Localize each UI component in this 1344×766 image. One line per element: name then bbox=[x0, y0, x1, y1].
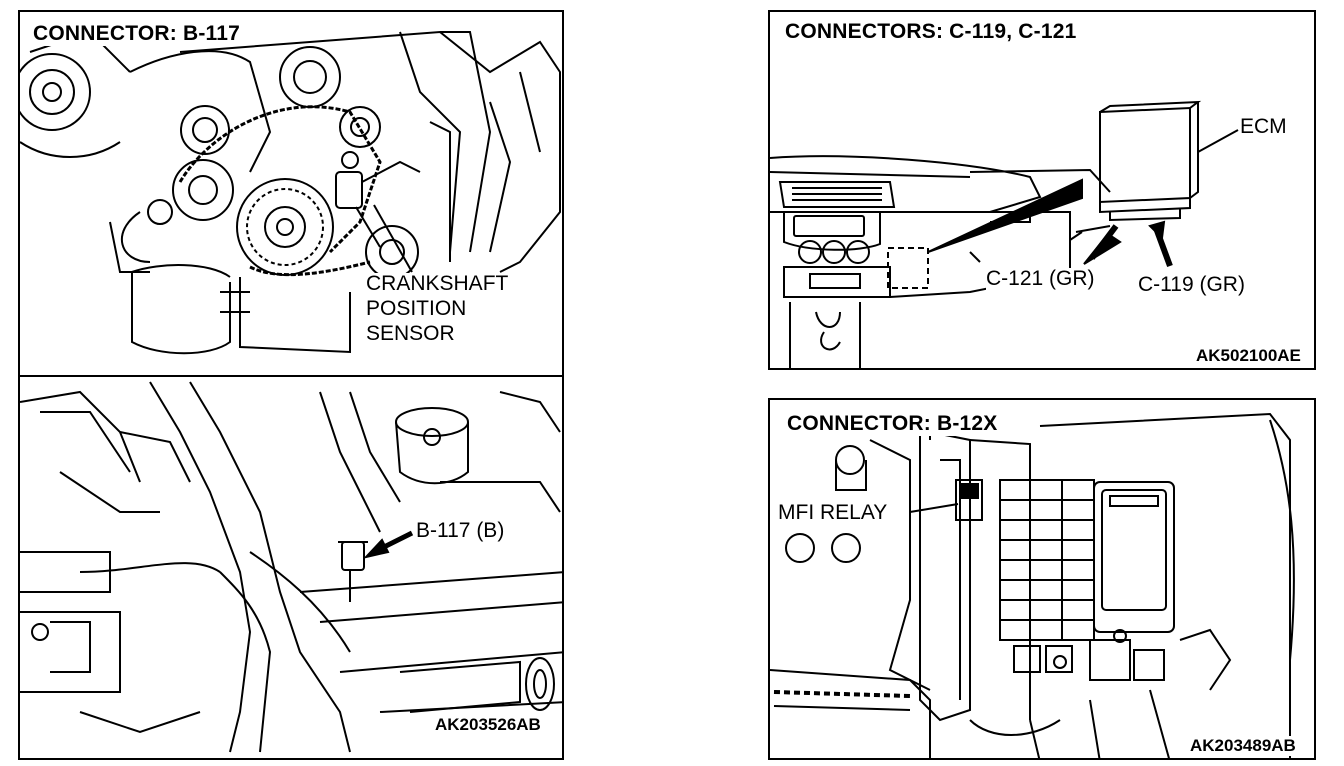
bottom-right-title: CONNECTOR: B-12X bbox=[784, 412, 1001, 436]
engine-bay-drawing bbox=[20, 381, 562, 753]
timing-belt-drawing bbox=[20, 30, 561, 355]
left-panel-title: CONNECTOR: B-117 bbox=[30, 22, 244, 46]
mfi-relay-label: MFI RELAY bbox=[778, 501, 888, 525]
left-figure-code: AK203526AB bbox=[433, 715, 543, 735]
bottom-right-figure-code: AK203489AB bbox=[1188, 736, 1298, 756]
ecm-label: ECM bbox=[1240, 115, 1287, 139]
c121-label: C-121 (GR) bbox=[986, 267, 1095, 291]
left-panel: CONNECTOR: B-117 CRANKSHAFT POSITION SEN… bbox=[18, 10, 564, 760]
crankshaft-sensor-label-line2: POSITION bbox=[366, 297, 467, 321]
relay-box-illustration bbox=[770, 412, 1295, 758]
sensor-leader-line bbox=[373, 204, 413, 273]
bottom-right-panel: CONNECTOR: B-12X MFI RELAY AK203489AB bbox=[768, 398, 1316, 760]
top-right-figure-code: AK502100AE bbox=[1194, 346, 1303, 366]
engine-illustration bbox=[20, 30, 562, 753]
crankshaft-sensor-label-line3: SENSOR bbox=[366, 322, 455, 346]
connector-b117-label: B-117 (B) bbox=[416, 519, 505, 543]
crankshaft-sensor-label-line1: CRANKSHAFT bbox=[366, 272, 509, 296]
top-right-title: CONNECTORS: C-119, C-121 bbox=[782, 20, 1080, 44]
top-right-panel: CONNECTORS: C-119, C-121 ECM C-121 (GR) … bbox=[768, 10, 1316, 370]
dashboard-illustration bbox=[770, 100, 1239, 368]
c119-label: C-119 (GR) bbox=[1138, 273, 1245, 297]
